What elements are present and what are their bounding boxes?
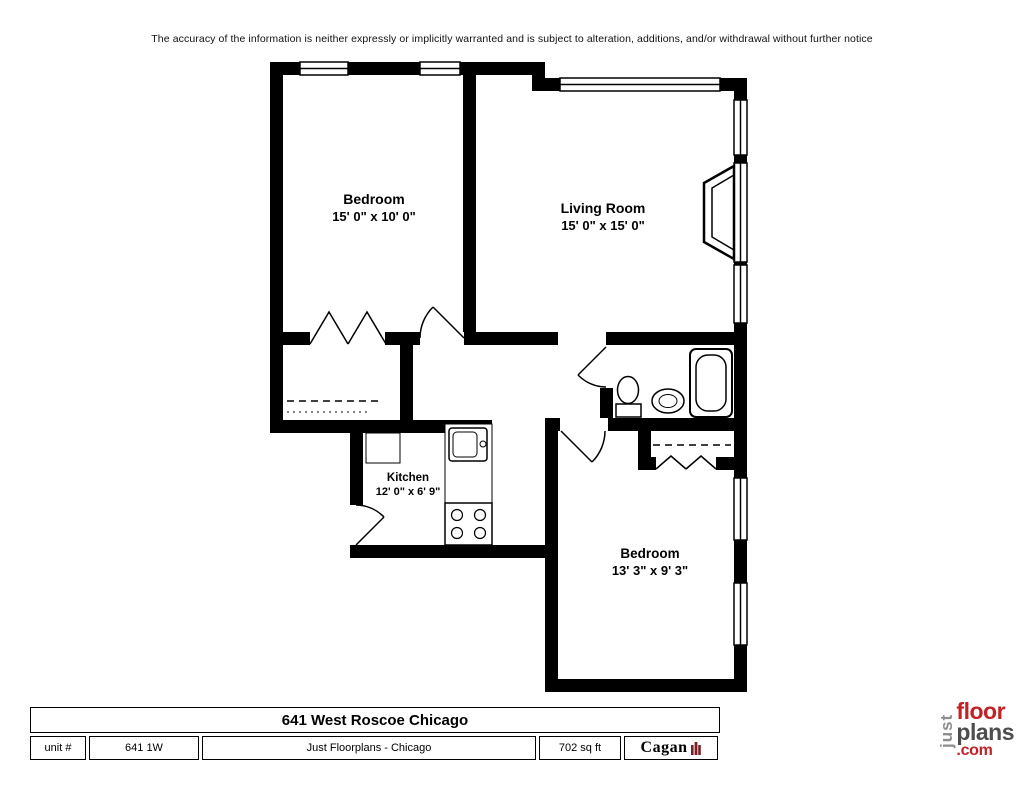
unit-label: unit # [30, 736, 86, 760]
bedroom2-name: Bedroom [620, 546, 679, 561]
bedroom2-dims: 13' 3" x 9' 3" [612, 563, 688, 578]
kitchen-sink-icon [448, 427, 488, 462]
sink-icon [651, 388, 685, 414]
logo-stack: floor plans .com [956, 698, 1014, 760]
kitchen-name: Kitchen [387, 472, 429, 484]
living-room-name: Living Room [561, 200, 646, 216]
logo-plans-text: plans [956, 719, 1014, 746]
unit-value: 641 1W [89, 736, 199, 760]
toilet-icon [615, 375, 642, 418]
cagan-building-icon [691, 741, 702, 755]
bathroom-fixtures [615, 348, 733, 418]
logo-just-text: just [937, 713, 957, 748]
kitchen-dims: 12' 0" x 6' 9" [376, 486, 441, 498]
logo-com-text: .com [956, 742, 993, 760]
closet-features [287, 310, 731, 470]
fridge-icon [365, 432, 401, 464]
doors [355, 306, 607, 546]
living-room-dims: 15' 0" x 15' 0" [561, 218, 645, 233]
bedroom1-name: Bedroom [343, 191, 404, 207]
windows [299, 61, 748, 646]
title-block-row: unit # 641 1W Just Floorplans - Chicago … [30, 736, 720, 760]
bedroom1-dims: 15' 0" x 10' 0" [332, 209, 416, 224]
company-name: Just Floorplans - Chicago [202, 736, 536, 760]
address-title: 641 West Roscoe Chicago [30, 707, 720, 733]
cagan-logo-text: Cagan [640, 739, 688, 756]
room-labels: Bedroom 15' 0" x 10' 0" Living Room 15' … [332, 191, 688, 578]
cagan-logo: Cagan [624, 736, 718, 760]
logo-floor-text: floor [956, 698, 1006, 724]
bay-window [702, 163, 736, 262]
justfloorplans-logo: just floor plans .com [937, 698, 1014, 760]
bathtub-icon [689, 348, 733, 418]
disclaimer-text: The accuracy of the information is neith… [151, 33, 873, 45]
title-block: 641 West Roscoe Chicago unit # 641 1W Ju… [30, 707, 720, 760]
area-value: 702 sq ft [539, 736, 621, 760]
walls [270, 62, 747, 692]
stove-icon [444, 502, 493, 546]
kitchen-fixtures [365, 423, 493, 546]
